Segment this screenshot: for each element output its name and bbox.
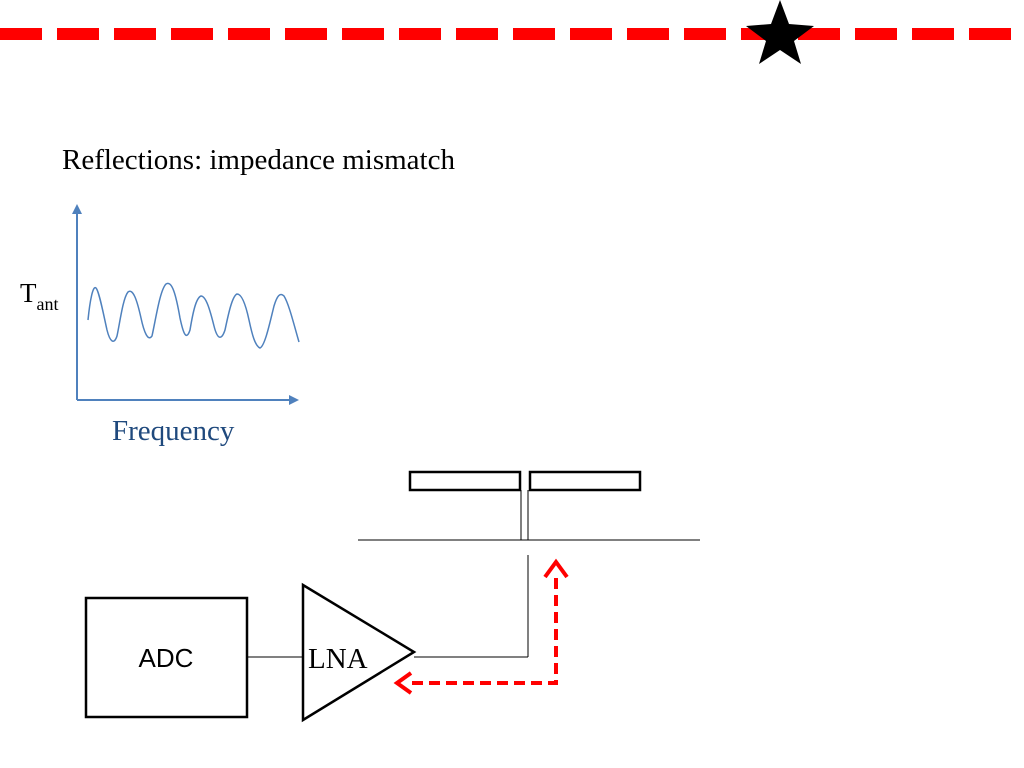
header-decoration [0, 0, 1024, 64]
ripple-curve [87, 282, 300, 349]
reflection-arrowhead-left [393, 671, 413, 695]
x-axis-label: Frequency [112, 415, 235, 447]
x-axis-arrowhead [289, 395, 299, 405]
signal-chain: LNA ADC [84, 555, 529, 723]
slide-title: Reflections: impedance mismatch [62, 144, 455, 176]
antenna-right-arm [528, 470, 642, 492]
reflection-arrowhead-up [543, 558, 569, 579]
y-axis-label-main: T [20, 278, 37, 308]
reflection-path [410, 578, 558, 685]
star-icon [746, 0, 814, 64]
y-axis-label-subscript: ant [37, 294, 59, 314]
adc-label: ADC [139, 643, 194, 673]
adc-box [84, 596, 249, 719]
antenna-left-arm [408, 470, 522, 492]
y-axis-arrowhead [72, 204, 82, 214]
dipole-antenna [358, 470, 700, 541]
lna-label: LNA [308, 643, 368, 675]
lna-triangle [301, 582, 417, 723]
y-axis-label: Tant [20, 278, 59, 314]
reflection-arrow [393, 558, 569, 695]
spectrum-plot: Tant Frequency [20, 204, 300, 447]
